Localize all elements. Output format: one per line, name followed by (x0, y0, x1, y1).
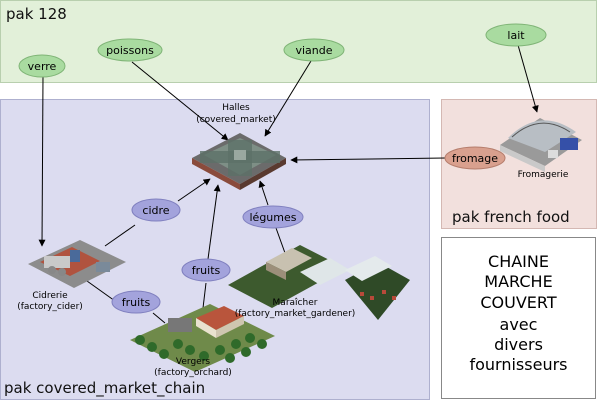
note-line-2: MARCHE (484, 272, 553, 291)
good-cidre-node (131, 198, 181, 222)
good-fruits-node-halles (181, 258, 231, 282)
edge-vergers-fruits-1 (152, 312, 166, 324)
edge-fruits-halles (207, 184, 221, 260)
factory-vergers-id: (factory_orchard) (154, 368, 232, 378)
edge-poissons-halles (131, 61, 229, 141)
cidrerie-building-icon (28, 240, 126, 288)
good-viande-node (283, 38, 345, 62)
good-poissons-node (97, 38, 163, 62)
edge-lait-fromagerie (517, 44, 539, 113)
edge-fromage-halles (290, 156, 446, 164)
good-cidre-label: cidre (142, 204, 169, 217)
factory-cidrerie-name: Cidrerie (32, 291, 68, 301)
good-fruits-label-halles: fruits (192, 264, 221, 277)
edge-viande-halles (264, 60, 312, 137)
region-label-covered-market-chain: pak covered_market_chain (4, 379, 206, 397)
edge-maraicher-legumes (275, 227, 286, 254)
factory-fromagerie-name: Fromagerie (518, 170, 569, 180)
good-legumes-node (242, 205, 304, 229)
factory-halles-name: Halles (222, 103, 250, 113)
region-label-pak-128: pak 128 (6, 5, 67, 23)
edge-legumes-halles (258, 180, 269, 206)
factory-vergers-name: Vergers (176, 357, 210, 367)
vergers-building-icon (130, 304, 275, 372)
fromagerie-building-icon (500, 118, 582, 172)
edge-vergers-fruits-2 (202, 282, 207, 309)
good-lait-node (485, 23, 547, 47)
note-line-6: fournisseurs (469, 355, 568, 374)
good-fruits-label-cidrerie: fruits (122, 296, 151, 309)
good-fromage-label: fromage (452, 152, 498, 165)
note-line-4: avec (499, 315, 538, 334)
edge-cidre-halles (177, 178, 211, 202)
edge-verre-cidrerie (38, 75, 46, 247)
good-poissons-label: poissons (106, 44, 154, 57)
good-legumes-label: légumes (250, 211, 297, 224)
note-line-5: divers (494, 335, 543, 354)
maraicher-building-icon (228, 245, 410, 320)
factory-maraicher-name: Maraîcher (273, 298, 318, 308)
good-fruits-node-cidrerie (111, 290, 161, 314)
edge-cidrerie-cidre (104, 224, 136, 247)
note-line-1: CHAINE (488, 252, 549, 271)
good-fromage-node (444, 146, 506, 170)
factory-cidrerie-id: (factory_cider) (17, 302, 83, 312)
good-verre-node (18, 54, 66, 78)
note-line-3: COUVERT (480, 293, 557, 312)
good-verre-label: verre (28, 60, 57, 73)
factory-maraicher-id: (factory_market_gardener) (235, 309, 356, 319)
good-lait-label: lait (507, 29, 525, 42)
factory-halles-id: (covered_market) (196, 115, 276, 125)
note-box (441, 237, 596, 399)
halles-building-icon (192, 133, 286, 190)
region-label-french-food: pak french food (452, 208, 570, 226)
good-viande-label: viande (295, 44, 332, 57)
